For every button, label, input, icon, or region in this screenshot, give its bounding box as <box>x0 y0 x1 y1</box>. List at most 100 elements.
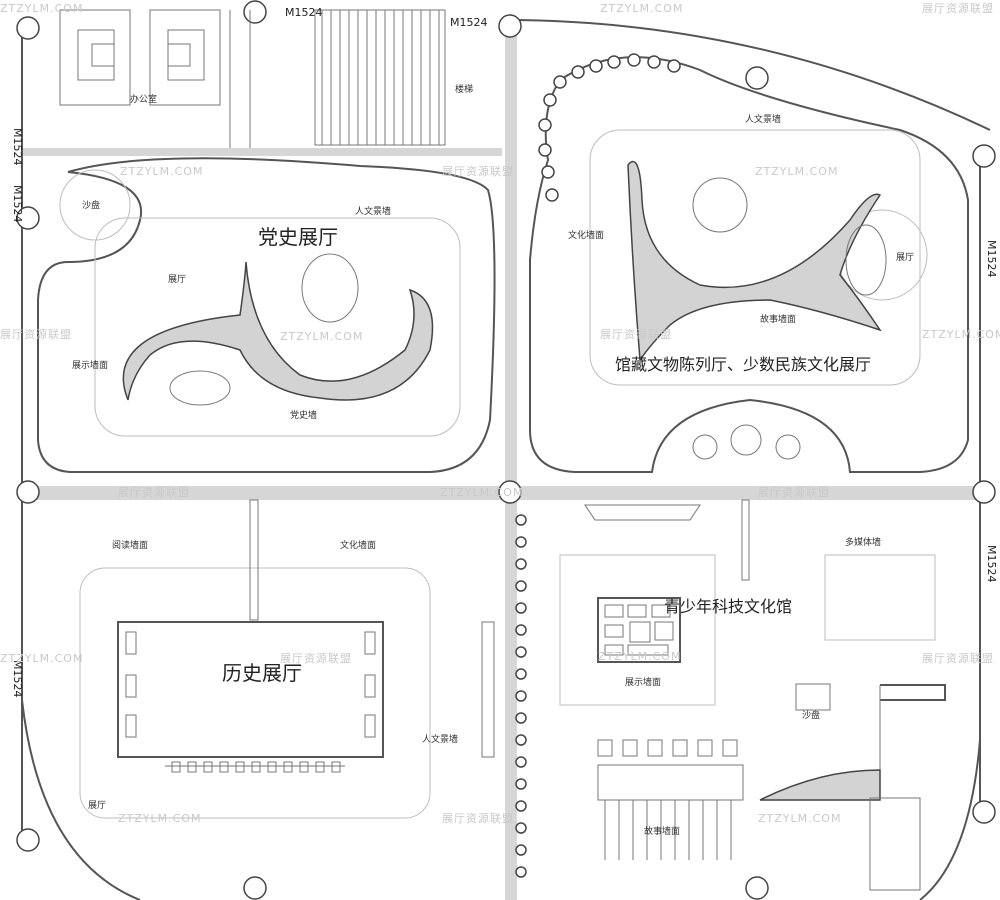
display-case <box>597 739 613 757</box>
stair-area: 楼梯 M1524 M1524 <box>285 6 488 146</box>
display-dot <box>515 734 527 746</box>
column-marker <box>16 206 40 230</box>
watermark: ZTZYLM.COM <box>600 2 683 15</box>
display-dot <box>538 143 552 157</box>
display-dot <box>515 646 527 658</box>
watermark: 展厅资源联盟 <box>442 811 514 825</box>
door-tag: M1524 <box>450 16 488 29</box>
watermark: ZTZYLM.COM <box>280 330 363 343</box>
column-marker <box>243 0 267 24</box>
story-wall-label: 故事墙面 <box>644 825 680 837</box>
door-tag: M1524 <box>11 660 24 698</box>
culture-wall-label: 文化墙面 <box>340 539 376 551</box>
display-wall-label: 展示墙面 <box>72 359 108 371</box>
story-wall-label: 故事墙面 <box>760 313 796 325</box>
display-dot <box>538 118 552 132</box>
column-marker <box>498 14 522 38</box>
watermark: ZTZYLM.COM <box>598 650 681 663</box>
watermark: ZTZYLM.COM <box>922 328 1000 341</box>
display-dot <box>515 602 527 614</box>
display-case <box>722 739 738 757</box>
side-hall-label: 展厅 <box>168 274 186 285</box>
column-markers <box>16 0 996 900</box>
culture-wall-label: 文化墙面 <box>568 229 604 241</box>
watermark: 展厅资源联盟 <box>118 485 190 499</box>
display-post <box>171 761 181 773</box>
watermark: 展厅资源联盟 <box>280 651 352 665</box>
display-post <box>187 761 197 773</box>
watermark: 展厅资源联盟 <box>758 485 830 499</box>
display-post <box>283 761 293 773</box>
door-tag: M1524 <box>11 185 24 223</box>
entrance-label: 人文景墙 <box>355 205 391 217</box>
hall-title-history: 历史展厅 <box>222 661 302 685</box>
stair-label: 楼梯 <box>455 83 473 95</box>
watermark: ZTZYLM.COM <box>755 165 838 178</box>
display-dot <box>515 514 527 526</box>
display-case <box>622 739 638 757</box>
hall-title-party: 党史展厅 <box>258 225 338 249</box>
side-hall-label: 展厅 <box>896 252 914 263</box>
watermark: ZTZYLM.COM <box>440 486 523 499</box>
display-case <box>647 739 663 757</box>
display-dot <box>515 624 527 636</box>
door-tag: M1524 <box>985 545 998 583</box>
watermark: 展厅资源联盟 <box>922 651 994 665</box>
office-area: 办公室 <box>59 9 251 148</box>
party-history-hall: 党史展厅 沙盘 人文景墙 展厅 展示墙面 党史墙 ZTZYLM.COM ZTZY… <box>37 157 514 473</box>
multimedia-label: 多媒体墙 <box>845 536 881 548</box>
watermark: ZTZYLM.COM <box>0 2 83 15</box>
watermark: 展厅资源联盟 <box>442 164 514 178</box>
structural-grid <box>21 19 991 900</box>
watermark: ZTZYLM.COM <box>758 812 841 825</box>
display-case <box>672 739 688 757</box>
column-marker <box>16 828 40 852</box>
watermark: ZTZYLM.COM <box>118 812 201 825</box>
column-marker <box>16 16 40 40</box>
reading-wall-label: 阅读墙面 <box>112 539 148 551</box>
hall-title-relics: 馆藏文物陈列厅、少数民族文化展厅 <box>615 355 871 374</box>
column-marker <box>745 876 769 900</box>
relics-hall: 馆藏文物陈列厅、少数民族文化展厅 人文景墙 文化墙面 故事墙面 展厅 ZTZYL… <box>529 2 969 473</box>
display-dot <box>515 778 527 790</box>
display-dot <box>515 668 527 680</box>
column-marker <box>972 800 996 824</box>
display-dot <box>627 53 641 67</box>
display-dot <box>515 558 527 570</box>
hall-title-youth: 青少年科技文化馆 <box>664 597 792 616</box>
column-marker <box>16 480 40 504</box>
display-dot <box>515 690 527 702</box>
display-dot <box>515 800 527 812</box>
display-dot <box>515 756 527 768</box>
display-post <box>331 761 341 773</box>
display-dot <box>667 59 681 73</box>
display-post <box>219 761 229 773</box>
display-post <box>315 761 325 773</box>
history-hall: 历史展厅 阅读墙面 文化墙面 人文景墙 展厅 展厅资源联盟 展厅资源联盟 ZTZ… <box>79 485 495 825</box>
door-tag: M1524 <box>285 6 323 19</box>
column-marker <box>498 480 522 504</box>
display-dot <box>515 536 527 548</box>
sand-table-label: 沙盘 <box>82 199 100 211</box>
column-marker <box>972 480 996 504</box>
display-dot <box>515 844 527 856</box>
column-marker <box>243 876 267 900</box>
display-post <box>235 761 245 773</box>
door-tag: M1524 <box>11 128 24 166</box>
sand-table-label: 沙盘 <box>802 709 820 721</box>
watermark: 展厅资源联盟 <box>600 327 672 341</box>
watermark: 展厅资源联盟 <box>0 327 72 341</box>
display-dot <box>571 65 585 79</box>
watermark: ZTZYLM.COM <box>0 652 83 665</box>
display-post <box>299 761 309 773</box>
office-label: 办公室 <box>130 93 157 105</box>
display-dot <box>607 55 621 69</box>
display-dot <box>647 55 661 69</box>
display-dot <box>541 165 555 179</box>
display-dot <box>553 75 567 89</box>
relics-dot-arc <box>538 53 681 202</box>
display-dot <box>515 822 527 834</box>
watermark: 展厅资源联盟 <box>922 1 994 15</box>
youth-tech-hall: 青少年科技文化馆 多媒体墙 展示墙面 故事墙面 沙盘 ZTZYLM.COM 展厅… <box>440 485 994 891</box>
display-wall-label: 展示墙面 <box>625 676 661 688</box>
